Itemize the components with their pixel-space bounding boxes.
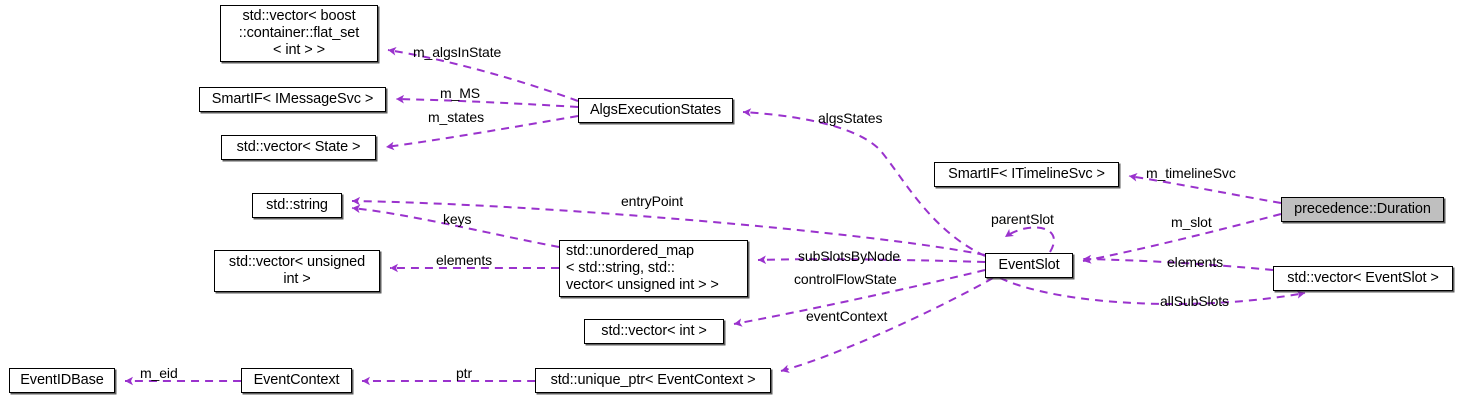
node-precedence-duration[interactable]: precedence::Duration [1281, 197, 1444, 222]
edge-label-m-timeline-svc: m_timelineSvc [1146, 165, 1236, 181]
edge-label-control-flow-state: controlFlowState [794, 271, 897, 287]
edge-label-keys: keys [443, 211, 472, 227]
edge-label-entry-point: entryPoint [621, 193, 684, 209]
node-smartif-imessagesvc[interactable]: SmartIF< IMessageSvc > [199, 87, 386, 112]
edge-label-all-sub-slots: allSubSlots [1160, 293, 1229, 309]
node-event-slot[interactable]: EventSlot [985, 253, 1073, 278]
node-vector-event-slot[interactable]: std::vector< EventSlot > [1273, 266, 1453, 291]
edge-label-m-slot: m_slot [1171, 214, 1212, 230]
edge-label-parent-slot: parentSlot [991, 211, 1054, 227]
node-vector-unsigned-int[interactable]: std::vector< unsigned int > [214, 250, 380, 292]
node-unique-ptr-event-context[interactable]: std::unique_ptr< EventContext > [535, 368, 771, 393]
edge-elements-right [1082, 254, 1274, 271]
edge-entry-point [351, 196, 986, 256]
edge-label-algs-states: algsStates [818, 110, 883, 126]
edge-m-states [385, 115, 579, 151]
node-vector-state[interactable]: std::vector< State > [221, 135, 376, 160]
node-vector-flat-set[interactable]: std::vector< boost ::container::flat_set… [220, 5, 378, 62]
node-unordered-map[interactable]: std::unordered_map < std::string, std:: … [559, 240, 748, 297]
edge-label-m-states: m_states [428, 109, 484, 125]
edge-label-sub-slots-by-node: subSlotsByNode [798, 248, 901, 264]
edge-m-algs-in-state [387, 47, 579, 102]
edge-label-elements-right: elements [1167, 254, 1224, 270]
node-algs-execution-states[interactable]: AlgsExecutionStates [578, 98, 733, 123]
edge-control-flow-state [733, 269, 986, 327]
edge-label-ptr: ptr [456, 365, 473, 381]
edge-label-m-algs-in-state: m_algsInState [413, 44, 502, 60]
edge-all-sub-slots [999, 277, 1306, 306]
node-event-id-base[interactable]: EventIDBase [9, 368, 115, 393]
node-event-context[interactable]: EventContext [241, 368, 352, 393]
edge-m-ms [395, 94, 579, 108]
edge-label-elements-left: elements [436, 252, 493, 268]
edge-keys [351, 204, 560, 248]
edge-label-m-ms: m_MS [440, 85, 481, 101]
node-vector-int[interactable]: std::vector< int > [584, 319, 724, 344]
node-std-string[interactable]: std::string [252, 193, 342, 218]
edge-parent-slot [1004, 226, 1055, 253]
edge-label-m-eid: m_eid [140, 365, 178, 381]
edge-sub-slots-by-node [757, 255, 986, 265]
edge-event-context [780, 277, 994, 374]
edge-m-timeline-svc [1128, 172, 1282, 204]
edge-m-slot [1082, 213, 1282, 264]
edge-label-event-context: eventContext [806, 308, 888, 324]
node-smartif-itimelinesvc[interactable]: SmartIF< ITimelineSvc > [934, 162, 1119, 187]
